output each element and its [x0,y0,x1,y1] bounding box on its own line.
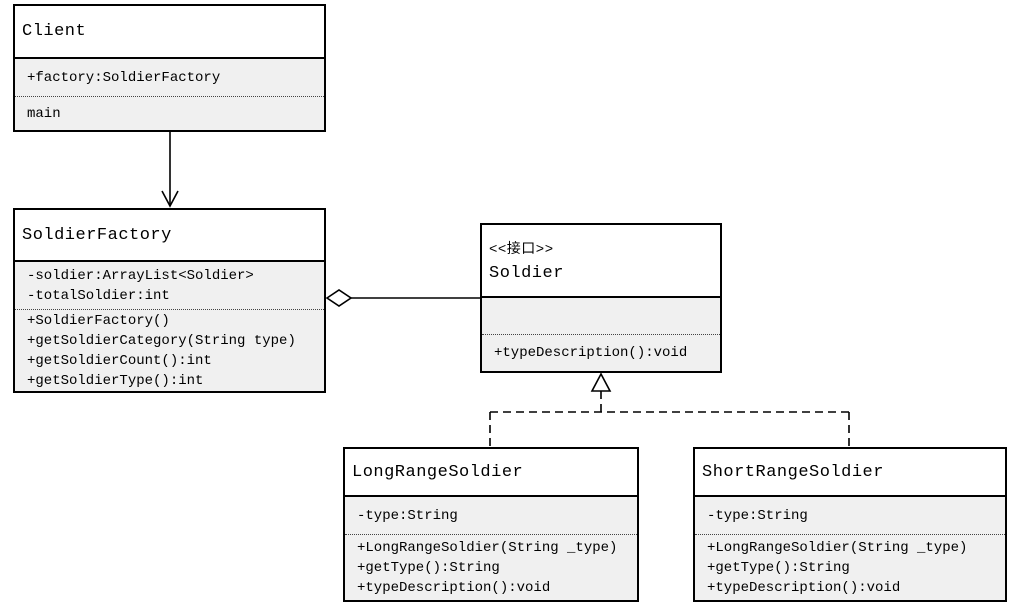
short-range-methods-compartment: +LongRangeSoldier(String _type) +getType… [695,534,1005,600]
method: main [27,105,61,122]
class-box-soldier-interface[interactable]: <<接口>> Soldier +typeDescription():void [480,223,722,373]
realization-to-soldier[interactable] [489,372,850,446]
soldier-factory-methods-compartment: +SoldierFactory() +getSoldierCategory(St… [15,309,324,391]
attribute: -type:String [357,507,458,524]
class-name-short-range-soldier: ShortRangeSoldier [702,462,884,482]
attribute: +factory:SoldierFactory [27,69,221,86]
method: +typeDescription():void [357,579,551,596]
method: +getType():String [357,559,500,576]
attribute: -totalSoldier:int [27,287,170,304]
class-name-soldier-factory: SoldierFactory [22,225,172,245]
class-title-client: Client [15,6,324,59]
class-box-client[interactable]: Client +factory:SoldierFactory main [13,4,326,132]
attribute: -type:String [707,507,808,524]
hollow-triangle-icon [590,372,612,392]
class-name-client: Client [22,22,87,41]
method: +LongRangeSoldier(String _type) [357,539,618,556]
class-box-long-range-soldier[interactable]: LongRangeSoldier -type:String +LongRange… [343,447,639,602]
class-name-soldier: Soldier [489,264,564,283]
class-title-short-range-soldier: ShortRangeSoldier [695,449,1005,497]
client-attributes-compartment: +factory:SoldierFactory [15,59,324,96]
class-title-soldier: <<接口>> Soldier [482,225,720,298]
open-arrowhead-icon [161,190,179,208]
interface-stereotype: <<接口>> [489,242,554,258]
short-range-attributes-compartment: -type:String [695,497,1005,534]
class-box-short-range-soldier[interactable]: ShortRangeSoldier -type:String +LongRang… [693,447,1007,602]
class-box-soldier-factory[interactable]: SoldierFactory -soldier:ArrayList<Soldie… [13,208,326,393]
method: +getSoldierType():int [27,372,204,389]
method: +getType():String [707,559,850,576]
long-range-attributes-compartment: -type:String [345,497,637,534]
method: +SoldierFactory() [27,312,170,329]
method: +typeDescription():void [707,579,901,596]
attribute: -soldier:ArrayList<Soldier> [27,267,254,284]
method: +getSoldierCount():int [27,352,212,369]
class-title-soldier-factory: SoldierFactory [15,210,324,262]
method: +LongRangeSoldier(String _type) [707,539,968,556]
aggregation-soldierfactory-soldier[interactable] [325,289,480,307]
method: +getSoldierCategory(String type) [27,332,296,349]
long-range-methods-compartment: +LongRangeSoldier(String _type) +getType… [345,534,637,600]
aggregation-diamond-icon [325,289,353,307]
association-client-to-soldierfactory[interactable] [161,132,179,208]
soldier-methods-compartment: +typeDescription():void [482,334,720,370]
client-methods-compartment: main [15,96,324,130]
class-name-long-range-soldier: LongRangeSoldier [352,462,524,482]
method: +typeDescription():void [494,344,688,361]
soldier-attributes-compartment [482,298,720,334]
class-title-long-range-soldier: LongRangeSoldier [345,449,637,497]
soldier-factory-attributes-compartment: -soldier:ArrayList<Soldier> -totalSoldie… [15,262,324,309]
